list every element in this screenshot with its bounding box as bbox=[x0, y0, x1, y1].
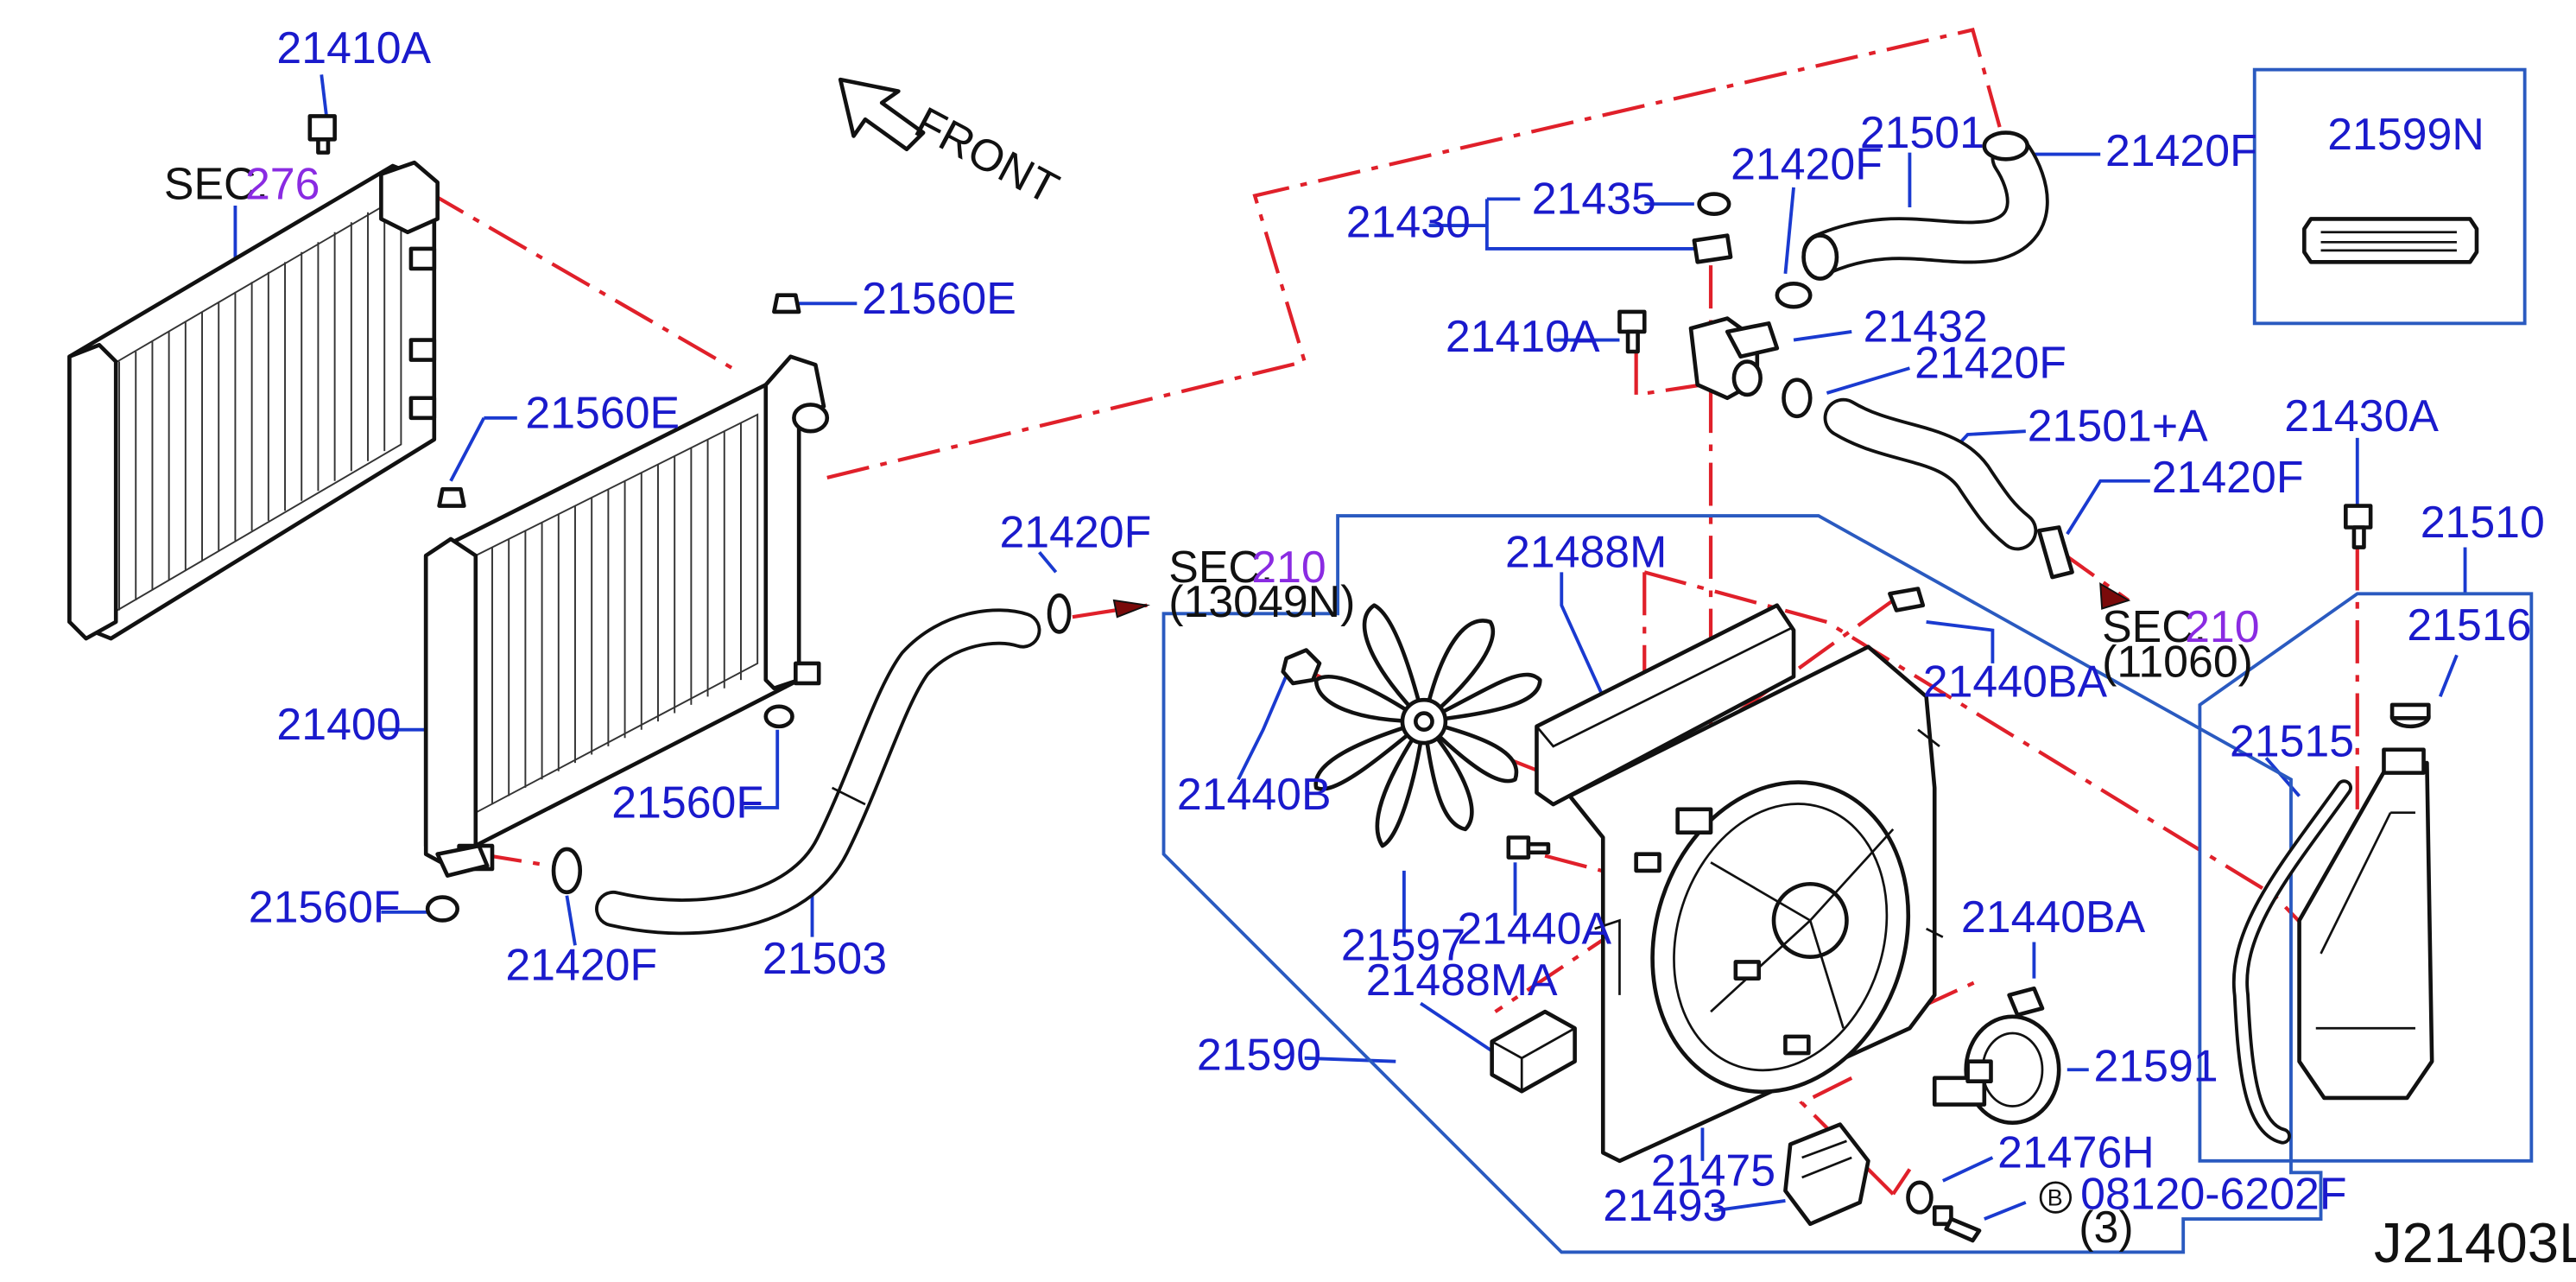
part-number: 21597 bbox=[1341, 920, 1465, 970]
front-label: FRONT bbox=[908, 97, 1067, 213]
part-number: 21440BA bbox=[1961, 892, 2146, 942]
bolt-badge-icon bbox=[2039, 1181, 2072, 1214]
lower-hose bbox=[595, 608, 1041, 936]
gasket-icon bbox=[1697, 192, 1731, 216]
coolant-reservoir bbox=[2297, 747, 2434, 1101]
part-number: 21488MA bbox=[1366, 955, 1558, 1005]
grommet-icons bbox=[425, 293, 801, 923]
hose-clamp-icons bbox=[551, 593, 1072, 895]
part-number: 21510 bbox=[2421, 497, 2545, 547]
bolt-icon bbox=[2344, 504, 2373, 549]
upper-hose bbox=[1801, 130, 2049, 281]
arrow-icon bbox=[1112, 599, 1151, 619]
label-sticker-icon bbox=[2302, 217, 2479, 264]
condenser bbox=[67, 160, 440, 641]
fan-motor bbox=[1932, 1014, 2061, 1126]
part-number: 21432 bbox=[1864, 301, 1988, 351]
part-number: 21420F bbox=[505, 940, 657, 990]
quantity: (3) bbox=[2079, 1202, 2133, 1252]
section-ref: (13049N) bbox=[1168, 576, 1355, 626]
bolt-badge-letter: B bbox=[2048, 1185, 2063, 1211]
part-number: 21440A bbox=[1457, 903, 1611, 953]
part-number: 21420F bbox=[2152, 452, 2304, 502]
hose-clamp-icons bbox=[1775, 281, 2074, 580]
part-number: 21516 bbox=[2407, 600, 2531, 650]
bolt-icon bbox=[1932, 1205, 1982, 1243]
part-number: 21475 bbox=[1651, 1146, 1775, 1196]
section-prefix: SEC. bbox=[164, 158, 269, 208]
part-number: 21560E bbox=[525, 387, 680, 437]
part-number: 21420F bbox=[1915, 338, 2066, 388]
part-number: 21501 bbox=[1860, 107, 1984, 157]
part-number: 08120-6202F bbox=[2080, 1169, 2346, 1219]
leader-lines bbox=[233, 74, 2467, 1221]
reservoir-cap bbox=[2389, 702, 2431, 729]
part-number: 21560E bbox=[862, 273, 1016, 323]
part-number: 21501+A bbox=[2028, 401, 2208, 451]
front-arrow-icon bbox=[838, 77, 926, 152]
bolt-icon bbox=[307, 114, 337, 155]
arrow-icon bbox=[2099, 582, 2131, 610]
section-prefix: SEC. bbox=[1168, 542, 1273, 592]
part-number: 21410A bbox=[276, 22, 431, 73]
part-number: 21410A bbox=[1446, 311, 1600, 361]
part-number: 21599N bbox=[2327, 109, 2484, 159]
part-number: 21488M bbox=[1505, 527, 1667, 577]
part-number: 21591 bbox=[2094, 1041, 2218, 1091]
part-number: 21420F bbox=[1731, 138, 1883, 188]
part-number: 21435 bbox=[1532, 174, 1656, 224]
part-labels: 21410A SEC. 276 FRONT 21560E 21560E 2140… bbox=[164, 22, 2576, 1274]
section-number: 210 bbox=[1251, 542, 1326, 592]
clip-icon bbox=[1888, 587, 1926, 612]
nut-icon bbox=[1281, 648, 1322, 686]
section-prefix: SEC. bbox=[2102, 601, 2206, 651]
label-inset-box bbox=[2252, 67, 2527, 326]
part-number: 21476H bbox=[1997, 1127, 2155, 1177]
bolt-icon bbox=[1506, 835, 1551, 860]
part-number: 21493 bbox=[1603, 1180, 1727, 1230]
part-number: 21430 bbox=[1346, 197, 1471, 247]
thermostat-cap bbox=[1692, 233, 1733, 264]
part-number: 21560F bbox=[611, 777, 763, 827]
radiator bbox=[423, 354, 830, 878]
fan-controller bbox=[1783, 1122, 1870, 1227]
seal-strip bbox=[1535, 603, 1796, 807]
reservoir-outline bbox=[2198, 592, 2534, 1163]
part-number: 21560F bbox=[249, 881, 401, 931]
diagram-id: J21403L8 bbox=[2374, 1211, 2576, 1274]
clip-icon bbox=[2007, 986, 2045, 1018]
part-number: 21515 bbox=[2230, 715, 2354, 765]
section-ref: (11060) bbox=[2102, 636, 2253, 686]
section-number: 276 bbox=[245, 158, 320, 208]
thermostat-housing bbox=[1688, 316, 1780, 401]
bolt-icon bbox=[1617, 309, 1647, 354]
section-number: 210 bbox=[2185, 601, 2259, 651]
part-number: 21420F bbox=[2105, 125, 2257, 175]
lower-upper-hose bbox=[1823, 397, 2038, 551]
washer-icon bbox=[1906, 1180, 1934, 1215]
fan-shroud bbox=[1567, 644, 1944, 1164]
part-number: 21420F bbox=[999, 507, 1151, 557]
fan-assembly-outline bbox=[1161, 514, 2323, 1254]
part-number: 21440B bbox=[1177, 769, 1332, 819]
fan-blade bbox=[1313, 603, 1542, 848]
part-number: 21440BA bbox=[1923, 656, 2108, 706]
part-number: 21503 bbox=[763, 933, 887, 983]
part-number: 21430A bbox=[2284, 390, 2439, 441]
part-number: 21400 bbox=[276, 699, 401, 749]
part-number: 21590 bbox=[1197, 1029, 1321, 1079]
